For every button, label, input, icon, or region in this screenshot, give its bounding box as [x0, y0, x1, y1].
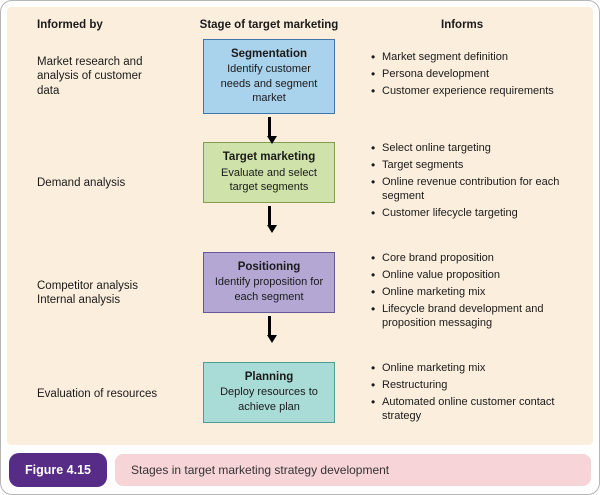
informs-list-target-marketing: Select online targeting Target segments …	[371, 141, 581, 224]
flow-arrow-down-2	[267, 206, 277, 234]
figure-number-badge: Figure 4.15	[9, 453, 107, 487]
stage-box-target-marketing: Target marketing Evaluate and select tar…	[203, 142, 335, 204]
informed-by-label-segmentation: Market research and analysis of customer…	[37, 56, 143, 97]
informed-by-label-planning: Evaluation of resources	[37, 388, 158, 401]
informs-item: Online marketing mix	[371, 361, 581, 376]
stage-description-target-marketing: Evaluate and select target segments	[220, 166, 317, 193]
informs-item: Customer experience requirements	[371, 84, 554, 99]
informs-item: Lifecycle brand development and proposit…	[371, 302, 581, 331]
stage-box-planning: Planning Deploy resources to achieve pla…	[203, 361, 335, 423]
stage-row-target-marketing: Demand analysis Target marketing Evaluat…	[37, 141, 581, 250]
stage-title-target-marketing: Target marketing	[222, 151, 316, 164]
stage-title-planning: Planning	[244, 370, 294, 383]
stage-title-positioning: Positioning	[237, 261, 301, 274]
informs-item: Restructuring	[371, 378, 581, 393]
column-header-informs: Informs	[441, 19, 484, 31]
figure-caption-text: Stages in target marketing strategy deve…	[131, 463, 390, 477]
stage-row-segmentation: Market research and analysis of customer…	[37, 39, 581, 145]
informs-list-positioning: Core brand proposition Online value prop…	[371, 251, 581, 334]
informs-item: Online marketing mix	[371, 285, 581, 300]
informs-item: Customer lifecycle targeting	[371, 206, 581, 221]
figure-caption-bar: Stages in target marketing strategy deve…	[115, 454, 591, 486]
stage-description-positioning: Identify proposition for each segment	[214, 276, 324, 303]
informs-list-planning: Online marketing mix Restructuring Autom…	[371, 361, 581, 427]
informs-item: Persona development	[371, 67, 554, 82]
stage-title-segmentation: Segmentation	[230, 48, 308, 60]
informs-item: Market segment definition	[371, 50, 554, 65]
informs-list-segmentation: Market segment definition Persona develo…	[371, 50, 554, 102]
column-header-informed-by: Informed by	[37, 19, 103, 31]
figure-caption: Figure 4.15 Stages in target marketing s…	[7, 453, 593, 487]
stage-box-segmentation: Segmentation Identify customer needs and…	[203, 39, 335, 115]
column-header-stage: Stage of target marketing	[199, 19, 339, 31]
informs-item: Automated online customer contact strate…	[371, 395, 581, 424]
informed-by-label-target-marketing: Demand analysis	[37, 177, 126, 189]
informs-item: Select online targeting	[371, 141, 581, 156]
stage-box-positioning: Positioning Identify proposition for eac…	[203, 252, 335, 314]
flow-arrow-down-1	[267, 117, 277, 145]
informs-item: Online revenue contribution for each seg…	[371, 175, 581, 204]
stage-description-segmentation: Identify customer needs and segment mark…	[220, 63, 318, 104]
informs-item: Core brand proposition	[371, 251, 581, 266]
informed-by-label-positioning: Competitor analysis Internal analysis	[37, 279, 138, 307]
stage-row-positioning: Competitor analysis Internal analysis Po…	[37, 251, 581, 360]
stage-description-planning: Deploy resources to achieve plan	[220, 386, 318, 413]
flow-arrow-down-3	[267, 316, 277, 344]
column-headers: Informed by Stage of target marketing In…	[37, 19, 581, 31]
informs-item: Online value proposition	[371, 268, 581, 283]
informs-item: Target segments	[371, 158, 581, 173]
diagram-panel: Informed by Stage of target marketing In…	[7, 7, 593, 445]
stage-row-planning: Evaluation of resources Planning Deploy …	[37, 361, 581, 427]
